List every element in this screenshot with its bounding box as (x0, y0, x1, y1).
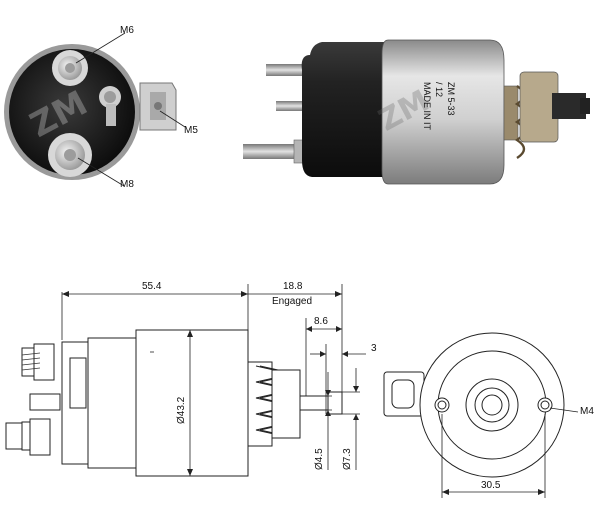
m8-stud-photo (243, 144, 305, 159)
side-drawing (5, 329, 343, 477)
m5-terminal-photo (99, 86, 121, 126)
end-dimensions: 30.5 M4 (441, 406, 594, 498)
dim-stroke: 8.6 (314, 316, 328, 327)
side-view-photo: ZM ZM 5-33 / 12 MADE IN IT (243, 39, 590, 185)
end-drawing (383, 332, 565, 478)
side-dimensions: 55.4 18.8 Engaged 8.6 3 Ø43.2 Ø4.5 (61, 281, 377, 476)
dim-thread: M4 (580, 406, 594, 417)
dim-body-diameter: Ø43.2 (176, 396, 187, 424)
body-marking-line3: MADE IN IT (422, 82, 432, 131)
body-marking: ZM 5-33 / 12 MADE IN IT (422, 82, 456, 131)
body-marking-line1: ZM 5-33 (446, 82, 456, 116)
dim-tip: 3 (371, 343, 377, 354)
m8-leader (77, 157, 125, 187)
black-cap-photo (301, 42, 392, 177)
dim-tip-diameter: Ø7.3 (342, 448, 353, 470)
dim-hole-spacing: 30.5 (481, 480, 501, 491)
terminal-stack-drawing (5, 341, 89, 465)
silver-body-photo (381, 39, 505, 185)
end-view-cap (9, 49, 135, 175)
m6-terminal-photo (52, 50, 88, 86)
dim-rod-diameter: Ø4.5 (314, 448, 325, 470)
body-marking-line2: / 12 (434, 82, 444, 97)
cap-outline (87, 337, 137, 469)
dim-plunger-travel: 18.8 (283, 281, 303, 292)
spade-terminal-photo (139, 82, 177, 131)
dim-overall-length: 55.4 (142, 281, 162, 292)
dim-engaged-label: Engaged (272, 296, 312, 307)
end-view-photo: ZM (4, 44, 177, 180)
m6-stud-photo (266, 64, 310, 76)
m5-label: M5 (184, 125, 198, 136)
m5-stud-photo (276, 101, 306, 111)
m6-label: M6 (120, 25, 134, 36)
m8-label: M8 (120, 179, 134, 190)
m5-leader (159, 110, 186, 128)
m6-leader (75, 32, 126, 64)
body-outline (135, 329, 249, 477)
m8-terminal-photo (48, 133, 92, 177)
